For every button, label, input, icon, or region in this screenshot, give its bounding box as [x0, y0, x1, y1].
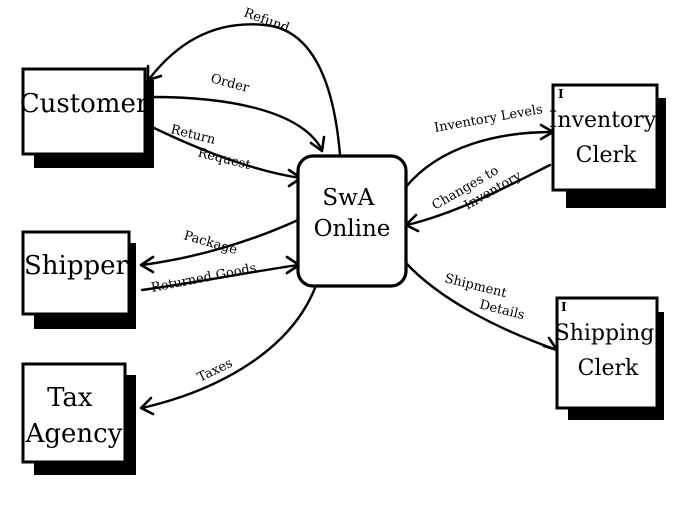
taxes-label-line-1: Taxes	[195, 356, 235, 386]
shipping-clerk-marker: I	[561, 300, 567, 314]
shipment-details-arrow	[403, 260, 559, 352]
customer-label: Customer	[20, 89, 149, 119]
refund-label: Refund	[242, 6, 292, 36]
tax-agency-box	[21, 362, 127, 464]
process-label: SwA Online	[314, 185, 391, 242]
taxes-label: Taxes	[195, 356, 235, 386]
shipper-label: Shipper	[24, 251, 129, 281]
entity-shipping-clerk: I Shipping Clerk	[555, 296, 664, 420]
returned-goods-label: Returned Goods	[150, 261, 258, 296]
returned-goods-label-line-1: Returned Goods	[150, 261, 258, 296]
return-request-label-line-1: Return	[169, 122, 218, 148]
shipping-clerk-label-line-1: Shipping	[555, 321, 655, 346]
process-box	[296, 154, 408, 288]
inventory-levels-label-line-1: Inventory Levels	[433, 102, 544, 136]
entity-inventory-clerk: I Inventory Clerk	[549, 83, 666, 208]
order-label: Order	[209, 71, 251, 96]
shipping-clerk-label: Shipping Clerk	[555, 321, 662, 381]
refund-arrow	[148, 23, 342, 157]
changes-to-inventory-label: Changes to Inventory	[430, 154, 525, 227]
inventory-levels-arrow	[403, 130, 554, 190]
inventory-clerk-marker: I	[558, 87, 564, 101]
customer-label-line-1: Customer	[20, 89, 149, 119]
returned-goods-arrow	[140, 263, 300, 292]
return-request-label-line-2: Request	[196, 146, 253, 174]
shipper-box	[21, 230, 131, 316]
shipment-details-label-line-1: Shipment	[443, 271, 509, 301]
inventory-clerk-box	[551, 83, 659, 192]
inventory-levels-label: Inventory Levels	[433, 102, 544, 136]
package-label: Package	[182, 228, 239, 258]
tax-agency-label: Tax Agency	[25, 383, 123, 449]
package-arrow	[140, 218, 300, 267]
customer-box	[21, 67, 147, 156]
changes-to-inventory-arrow	[405, 163, 552, 227]
tax-agency-label-line-1: Tax	[47, 383, 93, 413]
order-label-line-1: Order	[209, 71, 251, 96]
inventory-clerk-label: Inventory Clerk	[549, 108, 664, 168]
process-label-line-2: Online	[314, 216, 391, 242]
package-label-line-1: Package	[182, 228, 239, 258]
shipment-details-label: Shipment Details	[439, 271, 530, 323]
flow-lines	[139, 23, 559, 416]
order-arrowhead	[309, 135, 326, 153]
return-request-label: Return Request	[165, 122, 256, 173]
return-request-arrow	[150, 125, 302, 180]
process-swa-online: SwA Online	[296, 154, 408, 288]
shipper-label-line-1: Shipper	[24, 251, 129, 281]
shipping-clerk-box	[555, 296, 659, 410]
taxes-arrowhead	[139, 396, 155, 416]
inventory-clerk-label-line-2: Clerk	[576, 143, 637, 168]
order-arrow	[150, 95, 324, 152]
refund-label-line-1: Refund	[242, 6, 292, 36]
tax-agency-label-line-2: Agency	[25, 419, 123, 449]
process-label-line-1: SwA	[322, 185, 374, 211]
taxes-arrow	[140, 286, 317, 410]
entity-shipper: Shipper	[21, 230, 136, 329]
entity-tax-agency: Tax Agency	[21, 362, 136, 475]
entity-customer: Customer	[20, 67, 154, 168]
inventory-clerk-label-line-1: Inventory	[549, 108, 657, 133]
shipping-clerk-label-line-2: Clerk	[578, 356, 639, 381]
package-arrowhead	[139, 255, 155, 274]
